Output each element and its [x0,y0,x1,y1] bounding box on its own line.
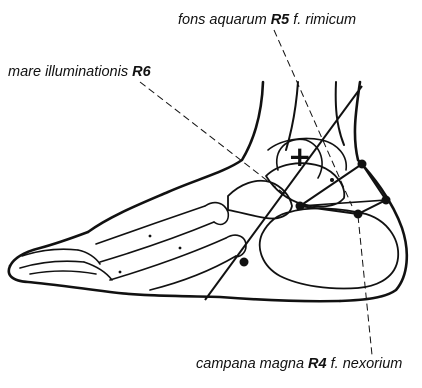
point-r6 [296,202,305,211]
calcaneus-bone [260,208,398,288]
reference-line-horizontal [300,200,386,206]
label-fons-code: R5 [271,12,290,28]
point-right [382,196,391,205]
label-mare-code: R6 [132,64,151,80]
metatarsal-heads [205,203,246,257]
plus-marker: + [288,140,311,173]
label-mare-name: mare illuminationis [8,64,128,80]
toe-bone-2 [78,250,112,280]
point-lower [240,258,249,267]
label-fons-aquarum: fons aquarum R5 f. rimicum [178,12,356,28]
point-r4 [354,210,363,219]
bone-dot [149,235,152,238]
label-campana-extra: f. nexorium [331,356,403,372]
point-top [358,160,367,169]
label-fons-extra: f. rimicum [293,12,356,28]
leg-outline-back [340,82,407,301]
bone-dot [119,271,122,274]
label-campana-name: campana magna [196,356,304,372]
bone-dot [179,247,182,250]
tarsal-bones [228,181,292,219]
metatarsal-bones [96,206,236,290]
label-campana-magna: campana magna R4 f. nexorium [196,356,402,372]
reference-line-diagonal [205,86,362,300]
point-small [330,178,334,182]
label-campana-code: R4 [308,356,327,372]
label-fons-name: fons aquarum [178,12,267,28]
label-mare-illuminationis: mare illuminationis R6 [8,64,151,80]
